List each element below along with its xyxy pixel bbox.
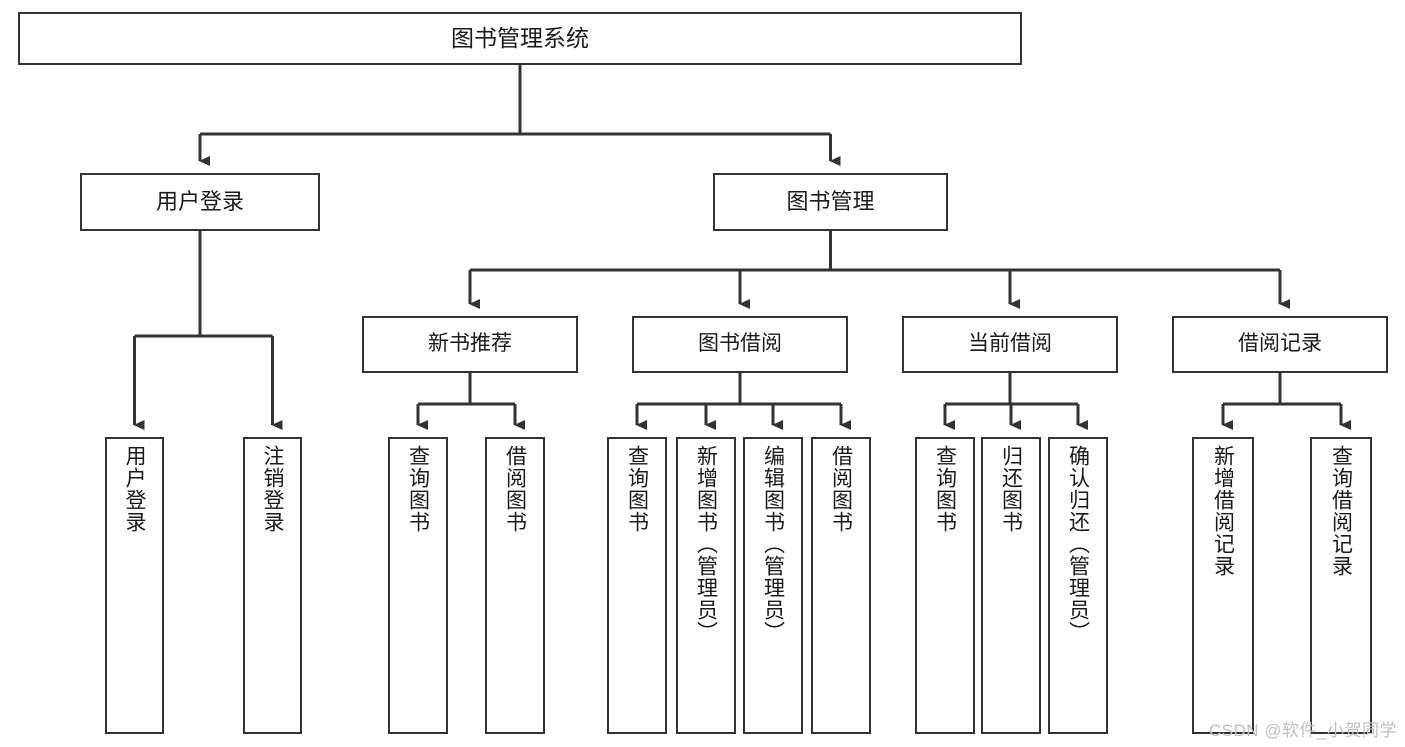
node-label: 确认归还（管理员） (1066, 445, 1090, 643)
node-l2-新书推荐-0[interactable]: 新书推荐 (362, 316, 578, 373)
node-label: 新增图书（管理员） (694, 445, 718, 643)
node-leaf-归还图书-9[interactable]: 归还图书 (981, 437, 1041, 734)
node-leaf-查询图书-2[interactable]: 查询图书 (388, 437, 448, 734)
node-leaf-确认归还管理员-10[interactable]: 确认归还（管理员） (1048, 437, 1108, 734)
node-label: 编辑图书（管理员） (761, 445, 785, 643)
node-label: 图书借阅 (698, 332, 782, 356)
node-leaf-借阅图书-7[interactable]: 借阅图书 (811, 437, 871, 734)
node-root-图书管理系统[interactable]: 图书管理系统 (18, 12, 1022, 65)
node-label: 查询图书 (933, 445, 957, 533)
node-label: 借阅记录 (1238, 332, 1322, 356)
node-label: 新增借阅记录 (1211, 445, 1235, 577)
node-l2-图书借阅-1[interactable]: 图书借阅 (632, 316, 848, 373)
node-leaf-新增借阅记录-11[interactable]: 新增借阅记录 (1192, 437, 1254, 734)
node-label: 借阅图书 (503, 445, 527, 533)
node-leaf-查询图书-8[interactable]: 查询图书 (915, 437, 975, 734)
node-label: 图书管理系统 (451, 24, 589, 51)
node-label: 图书管理 (786, 189, 875, 215)
node-l2-借阅记录-3[interactable]: 借阅记录 (1172, 316, 1388, 373)
node-label: 新书推荐 (428, 332, 512, 356)
node-l2-当前借阅-2[interactable]: 当前借阅 (902, 316, 1118, 373)
node-leaf-编辑图书管理员-6[interactable]: 编辑图书（管理员） (743, 437, 803, 734)
node-leaf-新增图书管理员-5[interactable]: 新增图书（管理员） (676, 437, 736, 734)
node-l1-用户登录-0[interactable]: 用户登录 (80, 173, 320, 231)
node-leaf-查询图书-4[interactable]: 查询图书 (607, 437, 667, 734)
node-label: 注销登录 (261, 445, 284, 533)
node-leaf-注销登录-1[interactable]: 注销登录 (243, 437, 302, 734)
node-label: 借阅图书 (829, 445, 853, 533)
node-leaf-借阅图书-3[interactable]: 借阅图书 (485, 437, 545, 734)
node-leaf-用户登录-0[interactable]: 用户登录 (105, 437, 164, 734)
node-label: 当前借阅 (968, 332, 1052, 356)
node-label: 归还图书 (999, 445, 1023, 533)
node-label: 查询图书 (406, 445, 430, 533)
node-label: 查询图书 (625, 445, 649, 533)
node-l1-图书管理-1[interactable]: 图书管理 (713, 173, 948, 231)
node-label: 查询借阅记录 (1329, 445, 1353, 577)
node-leaf-查询借阅记录-12[interactable]: 查询借阅记录 (1310, 437, 1372, 734)
node-label: 用户登录 (123, 445, 146, 533)
node-label: 用户登录 (155, 189, 244, 215)
